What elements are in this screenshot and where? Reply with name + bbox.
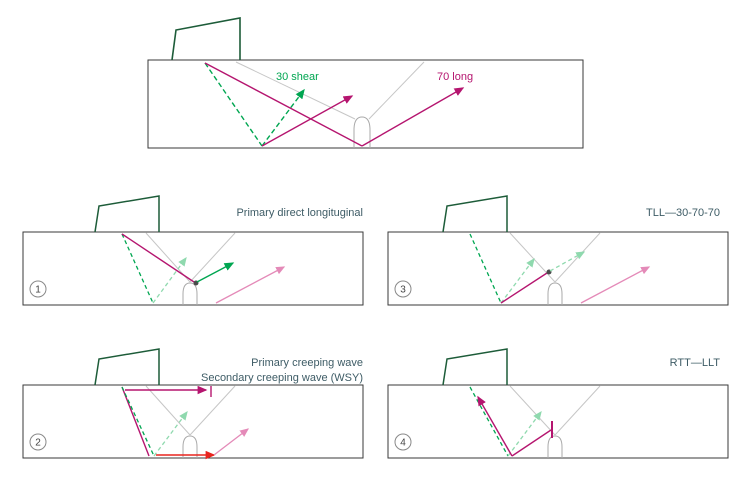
probe-wedge <box>442 348 508 386</box>
panel-4-label: RTT—LLT <box>670 357 721 369</box>
beam-line <box>554 232 601 283</box>
panel-1-primary-direct-longitudinal: 1 Primary direct longituginal <box>22 195 364 306</box>
long-wave-reflected <box>361 87 465 147</box>
reradiated-wave-faded <box>213 428 250 456</box>
test-block <box>22 384 364 459</box>
panel-number: 1 <box>35 285 41 296</box>
shear-wave-label: 30 shear <box>276 71 319 83</box>
notch-flaw <box>547 435 563 458</box>
mode-converted-long-wave <box>261 95 354 147</box>
beam-line <box>189 385 236 436</box>
test-block <box>22 231 364 306</box>
notch-flaw <box>182 282 198 305</box>
panel-number-circle <box>29 280 47 298</box>
panel-number: 3 <box>400 285 406 296</box>
shear-wave-direct <box>469 233 502 304</box>
long-wave-direct <box>204 62 363 147</box>
probe-wedge <box>442 195 508 233</box>
long-wave-reflected-faded <box>580 266 651 304</box>
converted-long-wave-to-flaw <box>500 272 548 304</box>
beam-line <box>189 232 236 283</box>
shear-wave-reflected-faded <box>152 256 187 304</box>
shear-wave-reflected <box>261 88 305 147</box>
overview-panel: 30 shear 70 long <box>147 17 584 149</box>
test-block <box>387 231 729 306</box>
panel-2-creeping-waves: 2 Primary creeping wave Secondary creepi… <box>22 348 364 460</box>
panel-4-rtt-llt: 4 RTT—LLT <box>387 348 729 459</box>
shear-wave-reflected-faded <box>153 410 188 457</box>
beam-line <box>509 232 556 283</box>
beam-line <box>509 385 556 436</box>
long-wave-direct <box>121 386 150 457</box>
beam-line <box>235 61 356 120</box>
wave-notch-to-backwall <box>511 429 552 457</box>
beam-line <box>368 61 425 120</box>
panel-3-label: TLL—30-70-70 <box>646 207 720 219</box>
long-wave-label: 70 long <box>437 71 473 83</box>
shear-wave-direct <box>121 386 155 457</box>
panel-number: 2 <box>35 438 41 449</box>
beam-line <box>145 385 191 436</box>
panel-3-tll-30-70-70: 3 TLL—30-70-70 <box>387 195 729 306</box>
panel-number-circle <box>394 280 412 298</box>
panel-number-circle <box>394 433 412 451</box>
panel-2-label-line2: Secondary creeping wave (WSY) <box>201 372 363 384</box>
beam-line <box>554 385 601 436</box>
long-wave-reflected-faded <box>215 266 286 304</box>
scattered-wave-faded <box>549 251 586 272</box>
panel-number: 4 <box>400 438 406 449</box>
panel-1-label: Primary direct longituginal <box>236 207 363 219</box>
notch-flaw <box>182 435 198 458</box>
wave-return-to-probe <box>477 395 513 457</box>
shear-wave-reflected-faded <box>500 257 535 304</box>
probe-wedge <box>94 348 160 386</box>
test-block <box>147 59 584 149</box>
shear-wave-direct <box>121 233 154 304</box>
panel-2-label-line1: Primary creeping wave <box>251 357 363 369</box>
panel-number-circle <box>29 433 47 451</box>
test-block <box>387 384 729 459</box>
long-wave-direct <box>121 233 195 283</box>
probe-wedge <box>94 195 160 233</box>
scattered-shear-wave <box>196 262 235 283</box>
probe-wedge <box>171 17 241 61</box>
notch-flaw <box>547 282 563 305</box>
shear-wave-direct <box>204 62 263 147</box>
shear-wave-reflected-faded <box>507 410 542 457</box>
notch-flaw <box>353 116 371 148</box>
shear-wave-direct <box>469 386 509 457</box>
